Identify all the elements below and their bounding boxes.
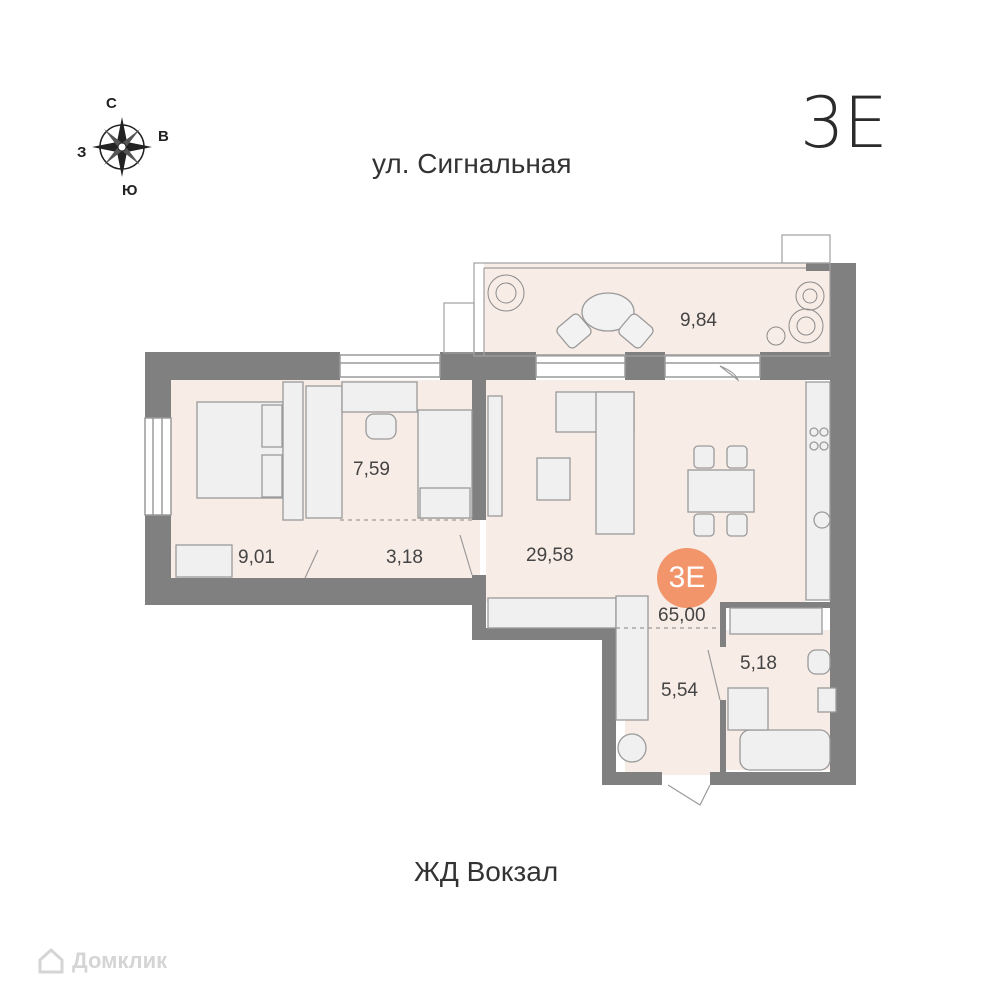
- compass-east-label: В: [158, 128, 169, 145]
- balcony-outline: [443, 234, 831, 357]
- kids-room-area: 7,59: [353, 459, 390, 480]
- kids-room-furniture: [305, 381, 473, 519]
- compass-south-label: Ю: [122, 182, 138, 199]
- balcony-furniture: [556, 292, 654, 349]
- street-bottom-label: ЖД Вокзал: [414, 856, 559, 887]
- plan-badge: 3E: [657, 548, 717, 608]
- windows: [144, 354, 761, 516]
- plan-title: 3E: [800, 82, 888, 164]
- hall-furniture: [487, 595, 649, 763]
- bathroom-area: 5,18: [740, 653, 777, 674]
- hall-area: 5,54: [661, 680, 698, 701]
- doors: [304, 365, 740, 806]
- living-kitchen-area: 29,58: [526, 545, 574, 566]
- watermark-text: Домклик: [72, 948, 168, 973]
- bathroom-furniture: [727, 607, 837, 771]
- balcony-area: 9,84: [680, 310, 717, 331]
- living-furniture: [487, 381, 831, 601]
- street-top-label: ул. Сигнальная: [372, 148, 572, 179]
- hallway-small-area: 3,18: [386, 547, 423, 568]
- plants: [487, 274, 825, 346]
- compass-rose-icon: [92, 117, 152, 177]
- compass-west-label: З: [77, 144, 87, 161]
- watermark: Домклик: [36, 946, 167, 976]
- total-area: 65,00: [658, 605, 706, 626]
- compass-north-label: С: [106, 95, 117, 112]
- bedroom-area: 9,01: [238, 547, 275, 568]
- bedroom-furniture: [175, 381, 304, 578]
- house-icon: [38, 947, 64, 974]
